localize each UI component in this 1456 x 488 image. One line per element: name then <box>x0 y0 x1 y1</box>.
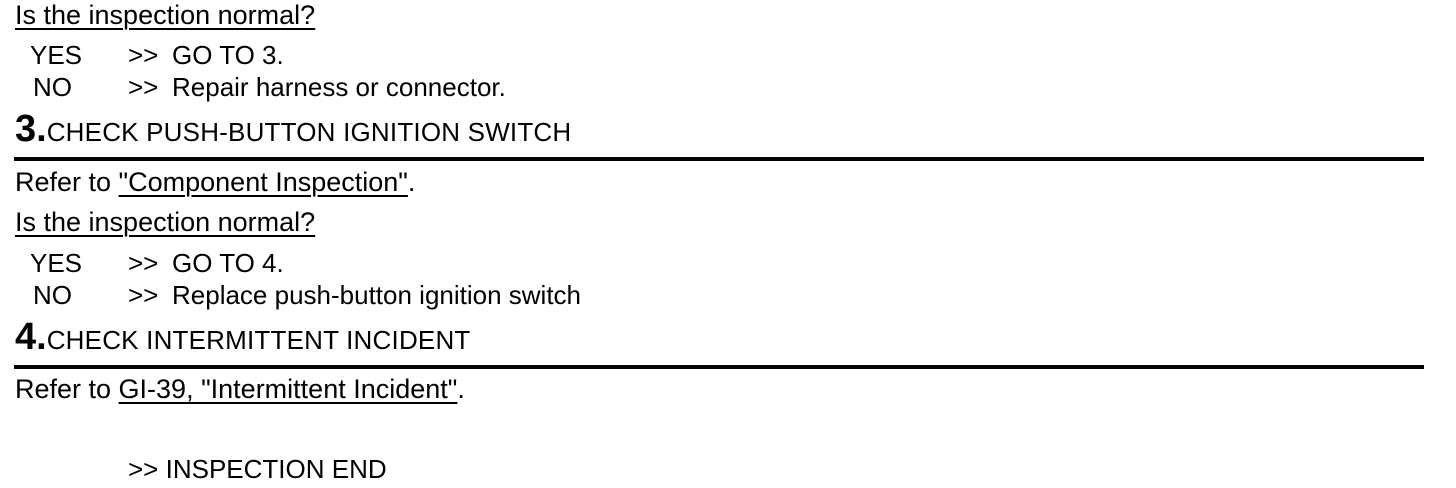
step-title-3: CHECK PUSH-BUTTON IGNITION SWITCH <box>46 117 572 147</box>
answer-arrow-yes-2: >> <box>128 248 159 278</box>
question-heading-2: Is the inspection normal? <box>15 207 316 237</box>
refer-lead-1: Refer to <box>15 167 119 197</box>
answer-arrow-no-2: >> <box>128 280 159 310</box>
refer-line-1: Refer to "Component Inspection". <box>15 169 415 196</box>
answer-group-2: YES >> GO TO 4. NO >> Replace push-butto… <box>0 250 1456 312</box>
section-rule-4 <box>14 365 1424 369</box>
answer-arrow-yes-1: >> <box>128 40 159 70</box>
answer-action-no-1: Repair harness or connector. <box>172 72 506 102</box>
refer-line-2: Refer to GI-39, "Intermittent Incident". <box>15 376 465 403</box>
inspection-end-line: >> INSPECTION END <box>128 456 387 482</box>
refer-trail-1: . <box>407 167 416 197</box>
step-heading-4: 4. CHECK INTERMITTENT INCIDENT <box>15 318 471 356</box>
step-title-4: CHECK INTERMITTENT INCIDENT <box>46 325 471 355</box>
answer-action-yes-1: GO TO 3. <box>172 40 284 70</box>
refer-lead-2: Refer to <box>15 374 119 404</box>
answer-label-no-1: NO <box>33 72 72 102</box>
answer-group-1: YES >> GO TO 3. NO >> Repair harness or … <box>0 42 1456 104</box>
answer-label-yes-1: YES <box>30 40 83 70</box>
step-number-3: 3. <box>15 108 47 150</box>
inspection-end-arrow: >> <box>128 454 159 484</box>
inspection-end-text: INSPECTION END <box>165 454 387 484</box>
answer-label-yes-2: YES <box>30 248 83 278</box>
answer-label-no-2: NO <box>33 280 72 310</box>
refer-trail-2: . <box>457 374 465 404</box>
answer-action-yes-2: GO TO 4. <box>172 248 284 278</box>
section-rule-3 <box>14 157 1424 161</box>
question-heading-1: Is the inspection normal? <box>15 0 316 30</box>
step-number-4: 4. <box>15 316 47 358</box>
step-heading-3: 3. CHECK PUSH-BUTTON IGNITION SWITCH <box>15 110 571 148</box>
refer-link-component-inspection[interactable]: "Component Inspection" <box>118 167 408 197</box>
answer-arrow-no-1: >> <box>128 72 159 102</box>
answer-action-no-2: Replace push-button ignition switch <box>172 280 582 310</box>
refer-link-gi-39-intermittent-incident[interactable]: GI-39, "Intermittent Incident" <box>118 374 458 404</box>
